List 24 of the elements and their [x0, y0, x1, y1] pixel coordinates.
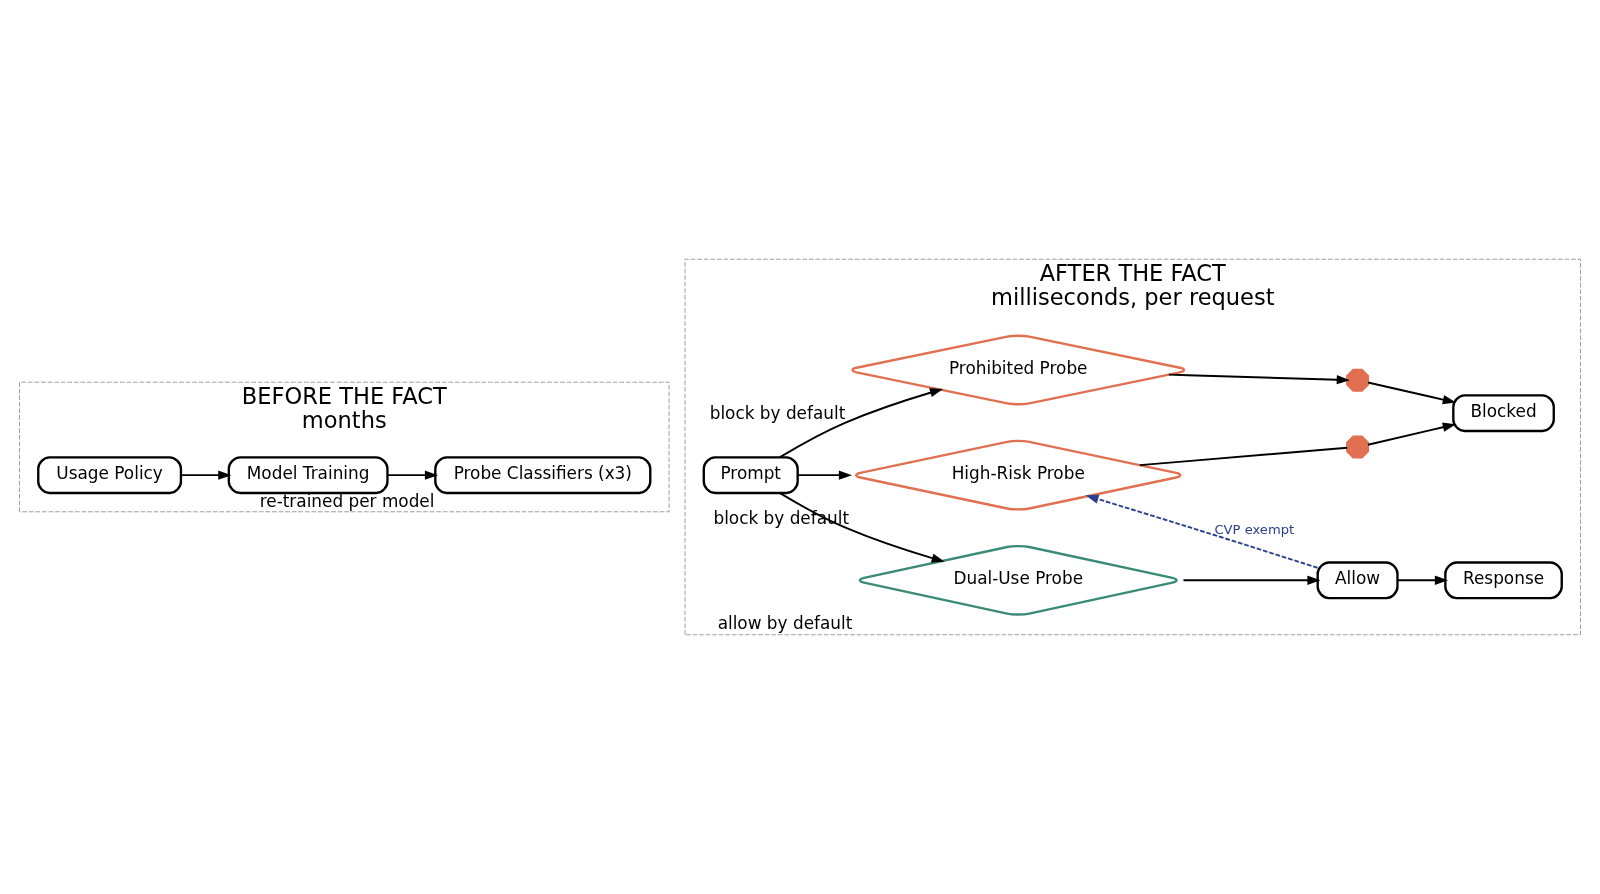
node-box: Prompt — [702, 456, 799, 495]
node-cross — [1346, 435, 1370, 459]
node-box: Usage Policy — [37, 456, 183, 495]
node-box: Allow — [1316, 561, 1399, 600]
node-box: Probe Classifiers (x3) — [434, 456, 652, 495]
arrow — [386, 470, 439, 480]
arrow — [1367, 422, 1456, 446]
arrow — [1085, 494, 1319, 569]
node-box: Model Training — [227, 456, 389, 495]
node-cross — [1346, 368, 1370, 392]
node-box: Blocked — [1452, 394, 1555, 433]
arrow — [1396, 575, 1448, 585]
arrow — [1367, 381, 1456, 405]
node-label: allow by default — [717, 613, 853, 634]
arrow — [797, 470, 853, 480]
connector — [1138, 446, 1349, 467]
arrow — [779, 388, 944, 459]
edge-label: CVP exempt — [1214, 521, 1295, 537]
arrow — [779, 492, 945, 563]
arrow — [1182, 575, 1321, 585]
node-box: Response — [1444, 561, 1563, 600]
node-label: block by default — [709, 403, 846, 424]
arrow — [1167, 373, 1350, 385]
arrow — [180, 470, 232, 480]
